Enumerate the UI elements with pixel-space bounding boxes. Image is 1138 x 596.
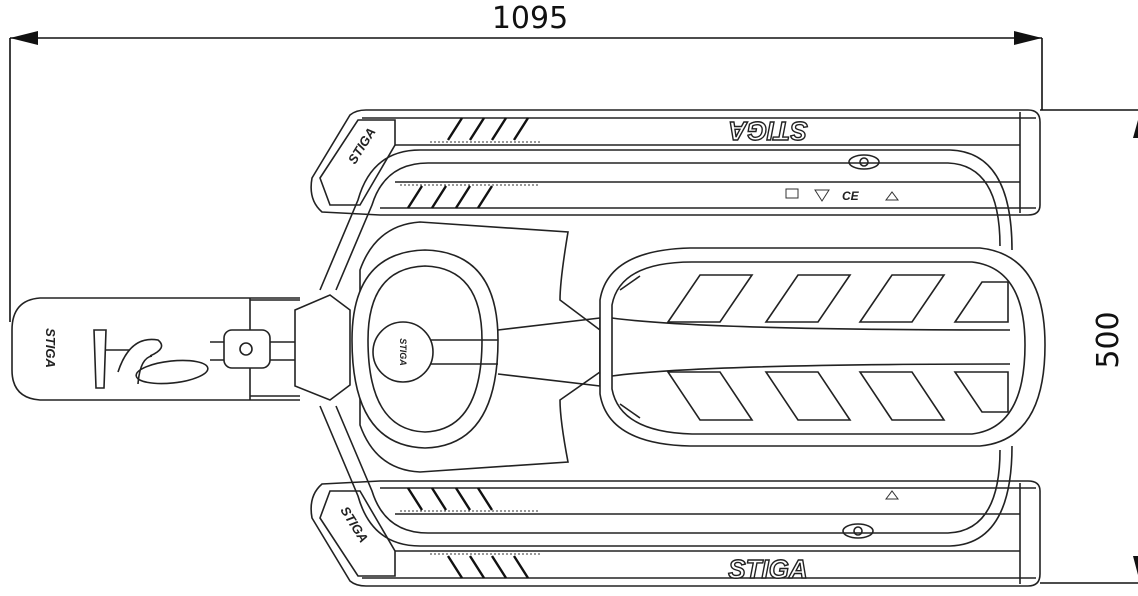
bottom-eye-icon xyxy=(842,523,874,539)
width-dimension: 1095 xyxy=(9,1,1043,322)
top-info-icon xyxy=(785,188,799,199)
hub-logo: STIGA xyxy=(398,338,408,366)
seat xyxy=(599,247,1046,447)
top-eye-icon xyxy=(848,154,880,170)
steering-hub xyxy=(372,321,434,383)
height-dimension-label: 500 xyxy=(1091,311,1126,368)
front-ski: STIGA xyxy=(11,297,300,401)
steering-assembly: STIGA xyxy=(294,221,601,473)
top-recycle-icon xyxy=(885,191,899,201)
top-ce-mark: CE xyxy=(842,189,860,203)
top-warning-icon xyxy=(814,189,830,202)
bottom-recycle-icon xyxy=(885,490,899,500)
sled-frame xyxy=(319,149,1013,547)
ski-logo: STIGA xyxy=(43,328,58,368)
width-dimension-label: 1095 xyxy=(492,1,568,36)
top-runner-logo: STIGA xyxy=(728,116,807,146)
height-dimension: 500 xyxy=(1040,109,1138,584)
seat-ribs xyxy=(619,274,1009,421)
bottom-runner-logo: STIGA xyxy=(728,554,807,584)
